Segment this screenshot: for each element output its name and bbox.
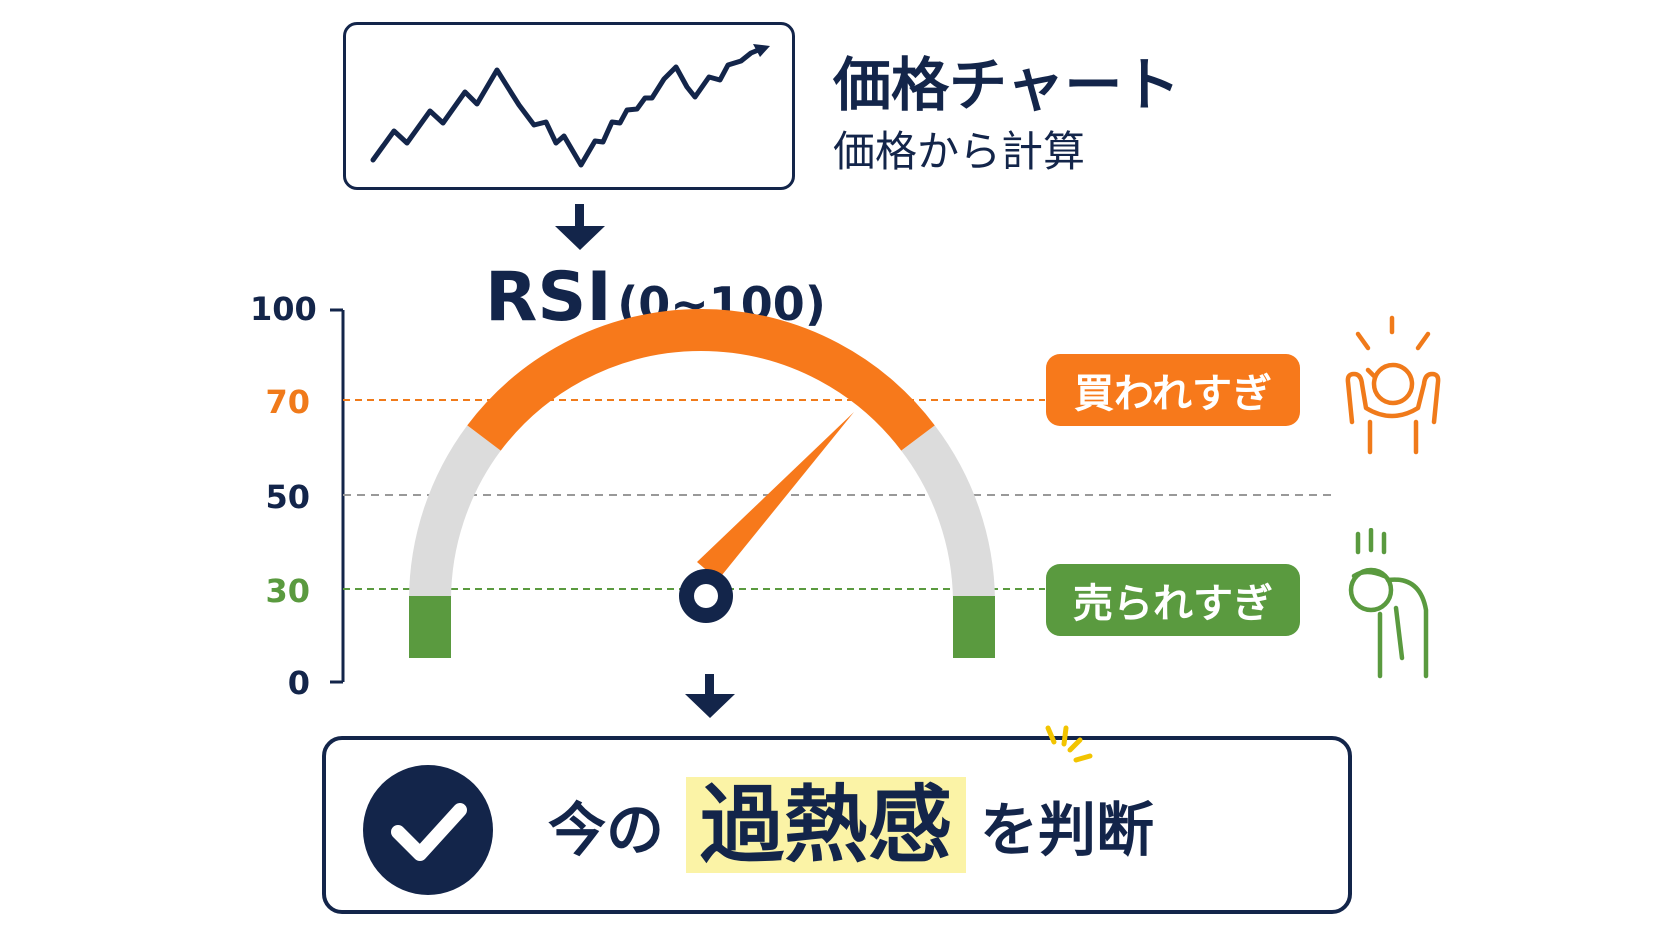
gauge-band-overbought bbox=[467, 309, 935, 451]
gauge-band-oversold-left bbox=[409, 596, 451, 658]
overbought-badge: 買われすぎ bbox=[1046, 354, 1300, 426]
price-arrow-head bbox=[753, 44, 770, 57]
scale-label-30: 30 bbox=[265, 572, 310, 610]
result-prefix: 今の bbox=[548, 796, 665, 864]
scale-label-50: 50 bbox=[265, 478, 310, 516]
gauge-needle bbox=[697, 412, 854, 580]
price-chart-subtitle: 価格から計算 bbox=[833, 127, 1086, 176]
check-icon bbox=[363, 765, 493, 895]
result-sentence: 今の 過熱感 を判断 bbox=[548, 775, 1154, 875]
price-line bbox=[370, 45, 766, 168]
price-line-chart bbox=[370, 44, 770, 168]
result-suffix: を判断 bbox=[980, 796, 1155, 864]
scale-label-100: 100 bbox=[250, 290, 317, 328]
down-arrow-top bbox=[555, 204, 605, 250]
gauge-band-neutral-right bbox=[901, 425, 995, 601]
scale-label-0: 0 bbox=[287, 664, 310, 702]
price-chart-box bbox=[343, 22, 795, 190]
rsi-label: RSI bbox=[485, 258, 612, 337]
excited-person-icon bbox=[1345, 315, 1441, 455]
oversold-badge: 売られすぎ bbox=[1046, 564, 1300, 636]
result-highlight: 過熱感 bbox=[686, 777, 967, 873]
gauge-hub-center bbox=[694, 584, 718, 608]
dejected-person-icon bbox=[1348, 528, 1429, 679]
scale-label-70: 70 bbox=[265, 383, 310, 421]
sparkle-icon bbox=[1045, 725, 1093, 763]
gauge-band-neutral-left bbox=[409, 425, 502, 601]
down-arrow-bottom bbox=[685, 674, 735, 718]
gauge-band-oversold-right bbox=[953, 596, 995, 658]
price-chart-title: 価格チャート bbox=[833, 51, 1181, 119]
